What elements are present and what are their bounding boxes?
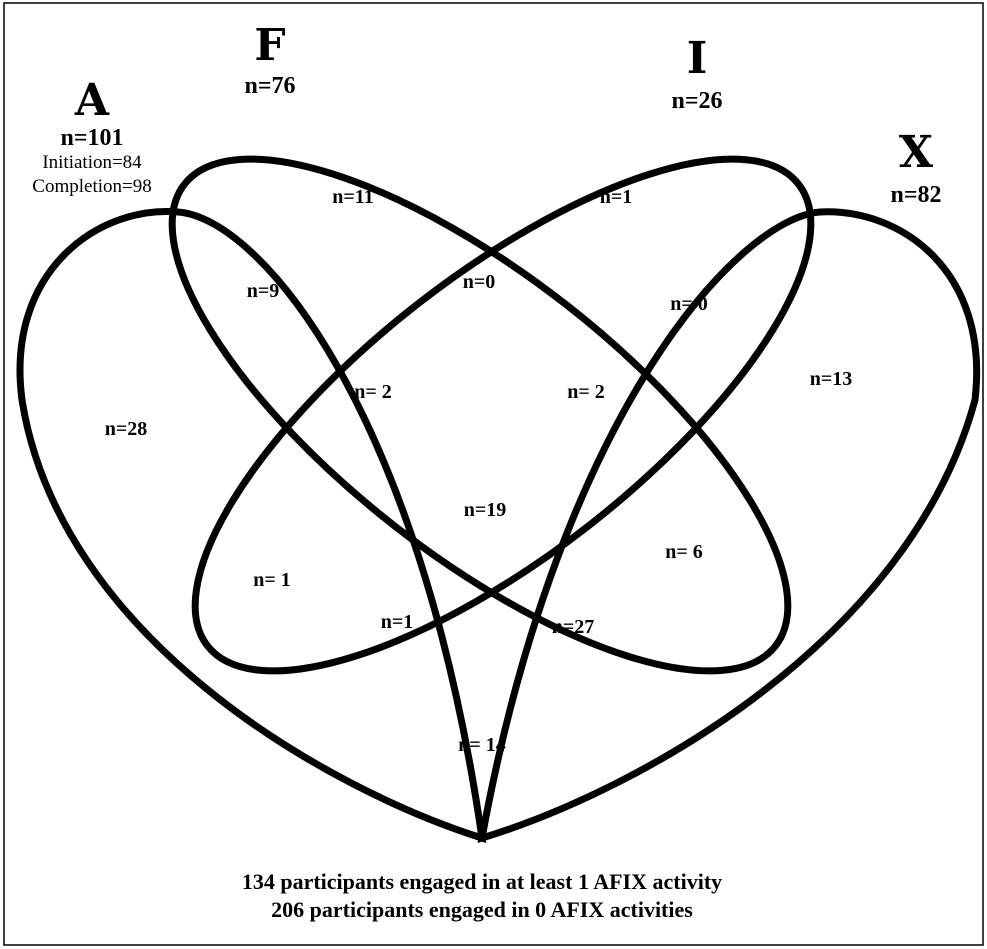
set-a-count: n=101 [60, 125, 123, 151]
diagram-border [3, 2, 984, 946]
region-f-i-x: n= 2 [567, 381, 605, 403]
set-f-label: F [254, 20, 285, 71]
region-f-x: n= 6 [665, 541, 703, 563]
set-a-outline [16, 207, 487, 844]
set-x-label: X [899, 127, 934, 178]
set-a-initiation: Initiation=84 [42, 152, 142, 173]
region-i-only: n=1 [600, 186, 633, 208]
set-x-outline [477, 208, 981, 844]
region-a-f-i-x: n=19 [464, 499, 507, 521]
set-a-label: A [74, 75, 110, 126]
set-f-outline [168, 155, 792, 675]
region-a-f-i: n= 2 [354, 381, 392, 403]
region-a-x: n= 14 [458, 734, 506, 756]
region-x-only: n=13 [810, 368, 853, 390]
region-a-f-x: n=27 [552, 616, 595, 638]
region-i-x: n= 0 [670, 293, 708, 315]
region-f-i: n=0 [463, 271, 496, 293]
set-i-label: I [687, 33, 708, 84]
footer-engaged-at-least-one: 134 participants engaged in at least 1 A… [242, 869, 722, 894]
region-a-i: n= 1 [253, 569, 291, 591]
region-a-f: n=9 [247, 280, 280, 302]
region-a-only: n=28 [105, 418, 148, 440]
footer-engaged-zero: 206 participants engaged in 0 AFIX activ… [271, 897, 693, 922]
set-i-count: n=26 [671, 88, 722, 114]
set-x-count: n=82 [890, 182, 941, 208]
region-a-i-x: n=1 [381, 611, 414, 633]
set-i-outline [191, 155, 815, 675]
region-f-only: n=11 [332, 186, 373, 208]
set-f-count: n=76 [244, 73, 295, 99]
set-a-completion: Completion=98 [32, 176, 151, 197]
